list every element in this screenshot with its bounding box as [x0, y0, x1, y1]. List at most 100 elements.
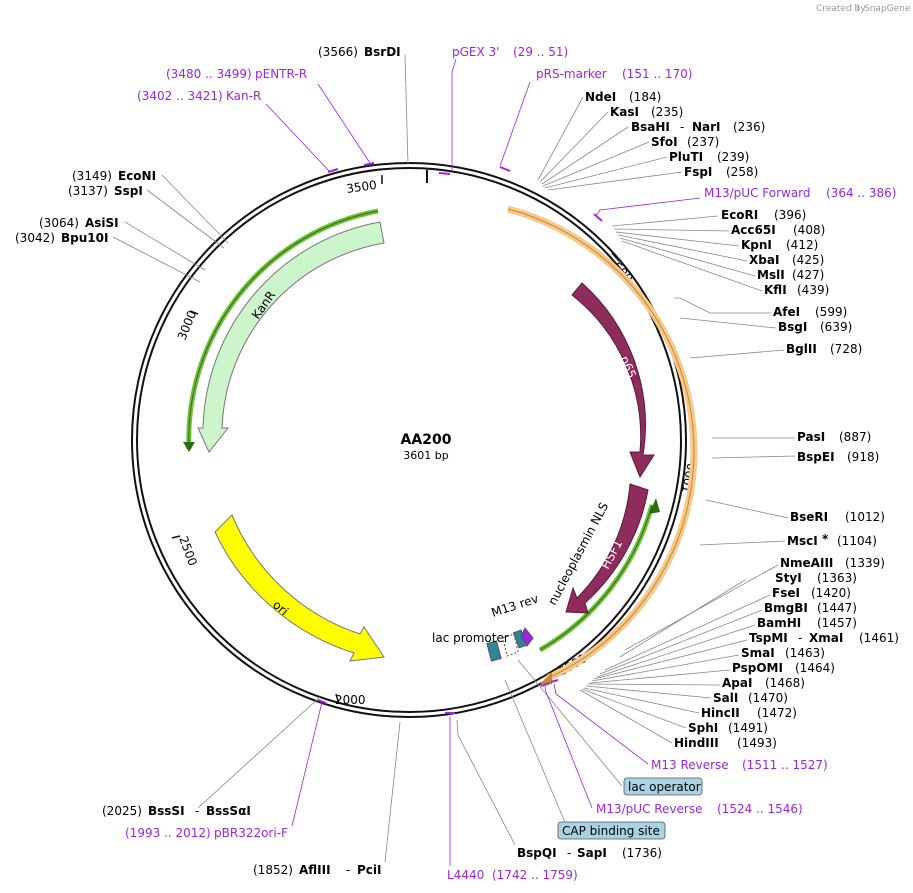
primer-m13r-name[interactable]: M13 Reverse	[651, 758, 729, 772]
tick-2500: 2500	[176, 534, 200, 567]
m13-rev-feature[interactable]	[520, 627, 534, 647]
lac-promoter-feature[interactable]	[502, 633, 519, 657]
primer-l4440-name[interactable]: L4440	[447, 868, 484, 882]
primer-pbr322-name[interactable]: pBR322ori-F	[214, 826, 288, 840]
site-fspi-name[interactable]: FspI	[684, 165, 712, 179]
site-xmai-name[interactable]: XmaI	[809, 631, 843, 645]
site-econi-name[interactable]: EcoNI	[118, 169, 156, 183]
site-nmeaiii-pos: (1339)	[845, 556, 885, 570]
site-smai-pos: (1463)	[785, 646, 825, 660]
primer-pentr-name[interactable]: pENTR-R	[255, 67, 307, 81]
site-bspei-pos: (918)	[847, 450, 879, 464]
site-afliii-name[interactable]: AflIII	[299, 863, 331, 877]
cap-binding-feature[interactable]	[486, 640, 502, 662]
site-fsei-name[interactable]: FseI	[772, 586, 800, 600]
site-sspi-name[interactable]: SspI	[114, 184, 143, 198]
site-bsgi-name[interactable]: BsgI	[778, 320, 807, 334]
leader-fsei	[604, 594, 771, 671]
site-xbai-name[interactable]: XbaI	[749, 253, 779, 267]
site-bspqi-pos: (1736)	[622, 846, 662, 860]
site-apai-name[interactable]: ApaI	[722, 676, 752, 690]
site-bmgbi-pos: (1447)	[817, 601, 857, 615]
site-bspqi-name[interactable]: BspQI	[517, 846, 557, 860]
ori-feature[interactable]	[214, 514, 385, 662]
leader-kpni	[615, 231, 740, 247]
site-bpu10i-name[interactable]: Bpu10I	[61, 231, 108, 245]
cap-binding-label: CAP binding site	[562, 824, 660, 838]
site-kpni-name[interactable]: KpnI	[741, 238, 772, 252]
site-bsrdi-name[interactable]: BsrDI	[364, 45, 401, 59]
primer-kanr-name[interactable]: Kan-R	[226, 89, 261, 103]
m13-rev-label: M13 rev	[490, 592, 541, 620]
leader-nmeaiii	[624, 564, 779, 651]
site-afliii-sep: -	[346, 863, 350, 877]
primer-m13fwd-name[interactable]: M13/pUC Forward	[704, 186, 811, 200]
leader-xbai	[617, 234, 748, 262]
primer-pgex-name[interactable]: pGEX 3'	[452, 45, 499, 59]
leader-bseri	[705, 499, 789, 519]
insert-region-arc-line	[507, 208, 695, 679]
snapgene-logo: ⌇	[856, 3, 860, 14]
leader-bpu10i	[112, 236, 201, 283]
leader-pluti	[544, 156, 668, 189]
site-pspomi-name[interactable]: PspOMI	[732, 661, 783, 675]
site-msci-name[interactable]: MscI	[787, 534, 818, 548]
site-bamhi-pos: (1457)	[817, 616, 857, 630]
site-ndei-name[interactable]: NdeI	[585, 90, 616, 104]
plasmid-name: AA200	[401, 432, 452, 448]
primer-l4440-range: (1742 .. 1759)	[492, 868, 578, 882]
site-kasi-name[interactable]: KasI	[610, 105, 639, 119]
leader-cap	[504, 679, 568, 828]
kanr-feature[interactable]	[197, 221, 385, 453]
cds-arc-line	[539, 504, 653, 651]
leader-acc65i	[613, 228, 730, 232]
site-kfli-name[interactable]: KflI	[764, 283, 787, 297]
site-bsssi-name[interactable]: BssSI	[148, 804, 185, 818]
leader-ndei	[537, 96, 584, 181]
site-afei-pos: (599)	[815, 305, 847, 319]
site-bglii-name[interactable]: BglII	[786, 342, 817, 356]
site-hindiii-name[interactable]: HindIII	[674, 736, 719, 750]
site-sapi-name[interactable]: SapI	[577, 846, 607, 860]
cap-binding-box[interactable]	[557, 821, 666, 840]
leader-bsssi	[197, 696, 321, 809]
site-sphi-name[interactable]: SphI	[688, 721, 718, 735]
site-acc65i-name[interactable]: Acc65I	[731, 223, 776, 237]
site-afei-name[interactable]: AfeI	[773, 305, 800, 319]
site-bspei-name[interactable]: BspEI	[797, 450, 835, 464]
site-asisi-name[interactable]: AsiSI	[85, 216, 119, 230]
hsf1-feature[interactable]	[565, 483, 649, 614]
site-pluti-name[interactable]: PluTI	[669, 150, 703, 164]
leader-bglii	[689, 349, 785, 359]
p65-feature[interactable]	[571, 282, 655, 479]
site-bsssai-name[interactable]: BssSαI	[206, 804, 251, 818]
site-bglii-pos: (728)	[830, 342, 862, 356]
site-styi-pos: (1363)	[817, 571, 857, 585]
site-bmgbi-name[interactable]: BmgBI	[764, 601, 808, 615]
site-smai-name[interactable]: SmaI	[741, 646, 775, 660]
site-pasi-name[interactable]: PasI	[797, 430, 825, 444]
primer-prs-name[interactable]: pRS-marker	[536, 67, 607, 81]
primer-mark-m13r	[550, 679, 559, 683]
site-styi-name[interactable]: StyI	[775, 571, 802, 585]
lac-operator-box[interactable]	[623, 777, 703, 796]
site-msci-star: *	[822, 532, 829, 546]
leader-smai	[591, 654, 740, 682]
site-bseri-name[interactable]: BseRI	[790, 510, 828, 524]
site-ecori-name[interactable]: EcoRI	[721, 208, 758, 222]
site-pcii-name[interactable]: PciI	[357, 863, 382, 877]
site-sfoi-name[interactable]: SfoI	[651, 135, 678, 149]
site-bsahi-sep: -	[680, 120, 684, 134]
site-hincii-name[interactable]: HincII	[701, 706, 740, 720]
site-bsahi-name[interactable]: BsaHI	[631, 120, 670, 134]
site-nari-name[interactable]: NarI	[692, 120, 721, 134]
site-sali-name[interactable]: SalI	[713, 691, 738, 705]
primer-m13puc-name[interactable]: M13/pUC Reverse	[596, 802, 703, 816]
leader-afliii	[384, 721, 401, 863]
site-nmeaiii-name[interactable]: NmeAIII	[780, 556, 833, 570]
site-tspmi-name[interactable]: TspMI	[749, 631, 788, 645]
site-bamhi-name[interactable]: BamHI	[757, 616, 801, 630]
site-msli-name[interactable]: MslI	[757, 268, 785, 282]
leader-hindiii	[579, 689, 673, 744]
leader-fspi	[547, 171, 683, 191]
